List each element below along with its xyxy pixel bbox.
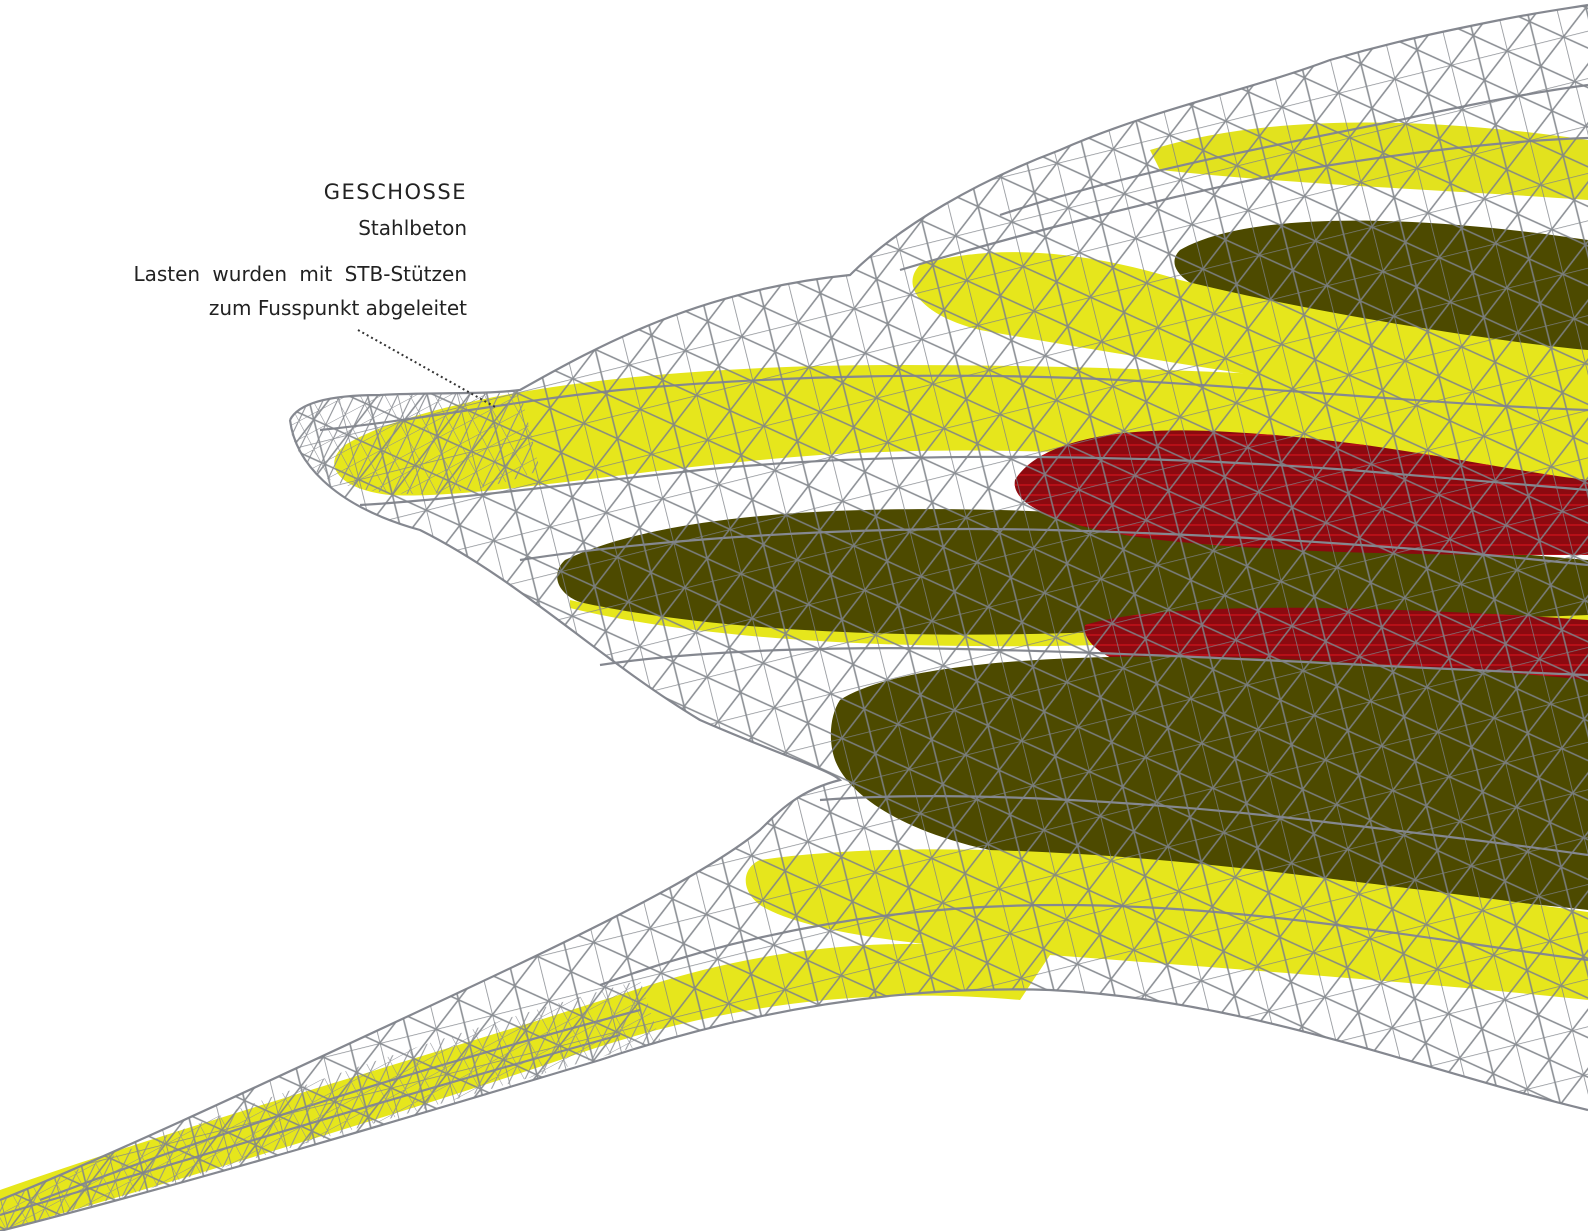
wireframe-mesh [0, 5, 1588, 1231]
annotation-note-line-1: Lasten wurden mit STB-Stützen [133, 262, 467, 286]
mesh-fine-ramp [0, 980, 660, 1231]
annotation-note-line-2: zum Fusspunkt abgeleitet [208, 296, 467, 320]
mesh-upper [0, 5, 1588, 1231]
mesh-fine-nose [290, 390, 540, 494]
annotation-title: GESCHOSSE [323, 180, 467, 204]
annotation-leader-line [357, 329, 498, 409]
annotation-subtitle: Stahlbeton [358, 216, 467, 240]
